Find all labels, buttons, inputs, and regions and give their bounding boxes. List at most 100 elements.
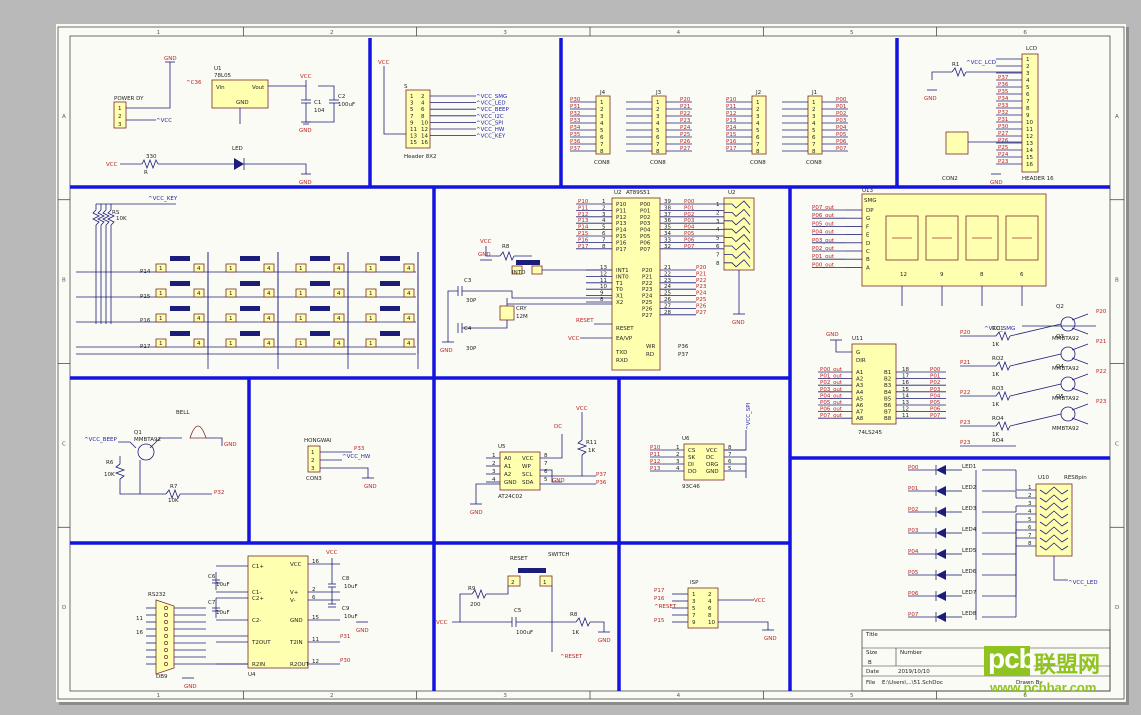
pin-number: 14 bbox=[1026, 148, 1033, 154]
pin-number: 12 bbox=[900, 272, 907, 278]
svg-text:10K: 10K bbox=[104, 472, 115, 478]
svg-text:SMG: SMG bbox=[864, 198, 877, 204]
pin-number: 16 bbox=[421, 140, 428, 146]
net-label: P20 bbox=[696, 265, 707, 271]
segment-label: A bbox=[866, 265, 870, 271]
power-dy-label: POWER DY bbox=[114, 96, 144, 102]
bell-section: ^VCC_BEEP Q1 MMBTA92 BELL GND R6 10K R7 … bbox=[84, 410, 237, 504]
pin-name: A1 bbox=[504, 464, 511, 470]
pin-number: 11 bbox=[600, 278, 607, 284]
svg-text:P15: P15 bbox=[140, 294, 151, 300]
net-label: P26 bbox=[696, 303, 707, 309]
pin-name: V+ bbox=[290, 590, 299, 596]
svg-text:^VCC_HW: ^VCC_HW bbox=[342, 454, 371, 460]
pin-name: P23 bbox=[642, 287, 653, 293]
pin-number: 7 bbox=[756, 142, 760, 148]
led-label: LED6 bbox=[962, 569, 977, 575]
pin-number: 39 bbox=[664, 199, 671, 205]
pin-number: 4 bbox=[337, 291, 341, 297]
key-button bbox=[240, 306, 260, 311]
svg-text:R8: R8 bbox=[570, 612, 578, 618]
svg-text:Q1: Q1 bbox=[134, 430, 142, 436]
svg-text:RS232: RS232 bbox=[148, 592, 166, 598]
pin-number: 10 bbox=[600, 284, 607, 290]
net-label: ^VCC_HW bbox=[476, 127, 505, 133]
pin-number: 6 bbox=[756, 135, 760, 141]
pin-number: 3 bbox=[756, 114, 760, 120]
svg-text:EA/VP: EA/VP bbox=[616, 336, 633, 342]
pin-number: 9 bbox=[600, 291, 604, 297]
svg-text:10uF: 10uF bbox=[344, 584, 358, 590]
svg-text:C1: C1 bbox=[314, 100, 321, 106]
watermark-cn: 联盟网 bbox=[1034, 653, 1101, 678]
pin-number: 13 bbox=[902, 400, 909, 406]
watermark-url: www.pcbbar.com bbox=[990, 680, 1097, 695]
net-label: P23 bbox=[696, 284, 707, 290]
svg-text:C7: C7 bbox=[208, 600, 216, 606]
smg-section: U13 SMG DPGFEDCBAP07_outP06_outP05_outP0… bbox=[812, 188, 1047, 306]
net-label: P25 bbox=[696, 297, 707, 303]
svg-text:100uF: 100uF bbox=[516, 630, 533, 636]
pin-number: 3 bbox=[812, 114, 816, 120]
pin-name: VCC bbox=[706, 448, 718, 454]
svg-text:RESET: RESET bbox=[616, 326, 634, 332]
pin-number: 3 bbox=[492, 469, 496, 475]
pin-name: A0 bbox=[504, 456, 512, 462]
net-label: P06_out bbox=[812, 213, 835, 219]
pin-number: 6 bbox=[312, 595, 316, 601]
net-label: P12 bbox=[578, 212, 588, 218]
key-pad bbox=[295, 288, 307, 298]
pin-number: 12 bbox=[600, 271, 607, 277]
key-pad bbox=[365, 338, 377, 348]
svg-text:U5: U5 bbox=[498, 444, 506, 450]
transistor-type: MMBTA92 bbox=[1052, 396, 1079, 402]
svg-text:CRY: CRY bbox=[516, 306, 527, 312]
pin-number: 9 bbox=[1026, 113, 1030, 119]
grid-col-label: 1 bbox=[157, 693, 161, 699]
key-button bbox=[170, 306, 190, 311]
svg-text:Vout: Vout bbox=[252, 85, 265, 91]
svg-text:104: 104 bbox=[314, 108, 325, 114]
svg-text:GND: GND bbox=[299, 180, 312, 186]
pin-number: 10 bbox=[1026, 120, 1033, 126]
svg-text:U2: U2 bbox=[728, 190, 736, 196]
pin-name: B8 bbox=[884, 416, 892, 422]
svg-text:RS: RS bbox=[112, 210, 120, 216]
pin-number: 11 bbox=[1026, 127, 1033, 133]
key-pad bbox=[333, 313, 345, 323]
svg-text:GND: GND bbox=[470, 510, 483, 516]
pin-number: 1 bbox=[229, 341, 233, 347]
svg-text:GND: GND bbox=[478, 252, 491, 258]
pin-number: 7 bbox=[1028, 533, 1032, 539]
key-pad bbox=[333, 263, 345, 273]
net-label: P25 bbox=[680, 132, 691, 138]
net-label: P02 bbox=[908, 507, 918, 513]
pin-name: B4 bbox=[884, 390, 892, 396]
grid-col-label: 6 bbox=[1023, 30, 1027, 36]
pin-number: 1 bbox=[600, 100, 604, 106]
svg-text:TXD: TXD bbox=[615, 350, 627, 356]
svg-text:LED: LED bbox=[232, 146, 243, 152]
pin-number: 8 bbox=[656, 149, 660, 155]
key-pad bbox=[263, 338, 275, 348]
net-label: P00_out bbox=[820, 367, 843, 373]
net-label: P35 bbox=[998, 89, 1009, 95]
grid-col-label: 6 bbox=[1023, 693, 1027, 699]
grid-row-label: A bbox=[1115, 114, 1119, 120]
key-pad bbox=[403, 288, 415, 298]
pin-number: 8 bbox=[1028, 541, 1032, 547]
pin-number: 12 bbox=[312, 659, 319, 665]
pin-number: 9 bbox=[940, 272, 944, 278]
pin-number: 10 bbox=[421, 120, 428, 126]
led-diode bbox=[936, 528, 946, 538]
svg-text:Header 8X2: Header 8X2 bbox=[404, 154, 437, 160]
svg-text:C8: C8 bbox=[342, 576, 350, 582]
net-label: P12 bbox=[726, 111, 736, 117]
connector-ref: J4 bbox=[599, 90, 606, 96]
pin-name: P11 bbox=[616, 208, 626, 214]
db9-pin bbox=[164, 655, 168, 659]
pin-number: 4 bbox=[676, 466, 680, 472]
pin-number: 8 bbox=[602, 244, 606, 250]
net-label: P13 bbox=[650, 466, 661, 472]
